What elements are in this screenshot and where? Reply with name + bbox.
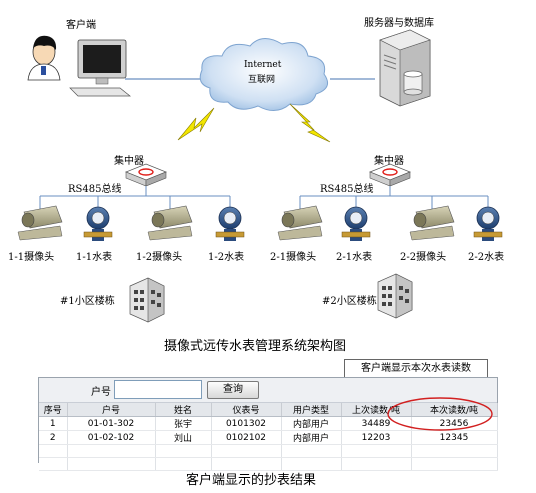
database-icon bbox=[403, 70, 423, 96]
table-cell: 01-01-302 bbox=[67, 416, 156, 431]
right-bus-label: RS485总线 bbox=[320, 184, 374, 195]
table-row[interactable]: 2 01-02-102 刘山 0102102 内部用户 12203 12345 bbox=[39, 430, 498, 445]
column-header[interactable]: 序号 bbox=[39, 403, 68, 417]
client-user-icon bbox=[27, 35, 61, 81]
table-cell: 内部用户 bbox=[281, 430, 342, 445]
right-concentrator-label: 集中器 bbox=[374, 156, 404, 167]
column-header[interactable]: 仪表号 bbox=[211, 403, 282, 417]
building-icon bbox=[377, 273, 413, 319]
column-header[interactable]: 用户类型 bbox=[281, 403, 342, 417]
account-search-input[interactable] bbox=[114, 380, 202, 399]
column-header[interactable]: 本次读数/吨 bbox=[411, 403, 498, 417]
table-cell: 34489 bbox=[341, 416, 412, 431]
query-button[interactable]: 查询 bbox=[207, 381, 259, 399]
right-building-label: #2小区楼栋 bbox=[322, 296, 377, 307]
device-label: 1-1水表 bbox=[76, 252, 113, 263]
camera-icon bbox=[17, 205, 63, 241]
table-cell: 2 bbox=[39, 430, 68, 445]
device-label: 1-1摄像头 bbox=[8, 252, 55, 263]
left-bus-label: RS485总线 bbox=[68, 184, 122, 195]
left-concentrator-label: 集中器 bbox=[114, 156, 144, 167]
table-cell: 刘山 bbox=[155, 430, 212, 445]
device-label: 1-2水表 bbox=[208, 252, 245, 263]
lightning-right-icon bbox=[289, 103, 331, 143]
device-label: 2-2摄像头 bbox=[400, 252, 447, 263]
left-building-label: #1小区楼栋 bbox=[60, 296, 115, 307]
table-row bbox=[39, 444, 498, 458]
water-meter-icon bbox=[341, 206, 371, 241]
table-cell: 0102102 bbox=[211, 430, 282, 445]
search-label: 户号 bbox=[91, 387, 111, 398]
table-header-row: 序号 户号 姓名 仪表号 用户类型 上次读数/吨 本次读数/吨 bbox=[39, 403, 498, 417]
table-row bbox=[39, 457, 498, 471]
device-label: 2-1水表 bbox=[336, 252, 373, 263]
results-caption: 客户端显示的抄表结果 bbox=[186, 473, 317, 488]
results-table: 序号 户号 姓名 仪表号 用户类型 上次读数/吨 本次读数/吨 1 01-01-… bbox=[39, 403, 498, 471]
camera-icon bbox=[409, 205, 455, 241]
water-meter-icon bbox=[473, 206, 503, 241]
device-label: 2-2水表 bbox=[468, 252, 505, 263]
device-label: 1-2摄像头 bbox=[136, 252, 183, 263]
server-label: 服务器与数据库 bbox=[364, 18, 434, 29]
cloud-label-en: Internet bbox=[244, 60, 282, 70]
table-cell: 12203 bbox=[341, 430, 412, 445]
building-icon bbox=[129, 277, 165, 323]
camera-icon bbox=[277, 205, 323, 241]
client-label: 客户端 bbox=[66, 20, 96, 31]
architecture-diagram bbox=[17, 29, 503, 323]
table-cell: 内部用户 bbox=[281, 416, 342, 431]
right-concentrator-icon bbox=[369, 163, 411, 187]
table-cell: 01-02-102 bbox=[67, 430, 156, 445]
lightning-left-icon bbox=[177, 107, 215, 141]
camera-icon bbox=[147, 205, 193, 241]
table-cell: 1 bbox=[39, 416, 68, 431]
table-row[interactable]: 1 01-01-302 张宇 0101302 内部用户 34489 23456 bbox=[39, 416, 498, 431]
internet-cloud-icon bbox=[199, 38, 329, 111]
column-header[interactable]: 姓名 bbox=[155, 403, 212, 417]
cloud-label-cn: 互联网 bbox=[248, 75, 276, 85]
left-concentrator-icon bbox=[125, 163, 167, 187]
client-computer-icon bbox=[69, 39, 131, 97]
architecture-caption: 摄像式远传水表管理系统架构图 bbox=[164, 339, 347, 354]
table-cell: 张宇 bbox=[155, 416, 212, 431]
water-meter-icon bbox=[83, 206, 113, 241]
table-cell: 0101302 bbox=[211, 416, 282, 431]
water-meter-icon bbox=[215, 206, 245, 241]
column-header[interactable]: 户号 bbox=[67, 403, 156, 417]
table-cell: 12345 bbox=[411, 430, 498, 445]
device-label: 2-1摄像头 bbox=[270, 252, 317, 263]
